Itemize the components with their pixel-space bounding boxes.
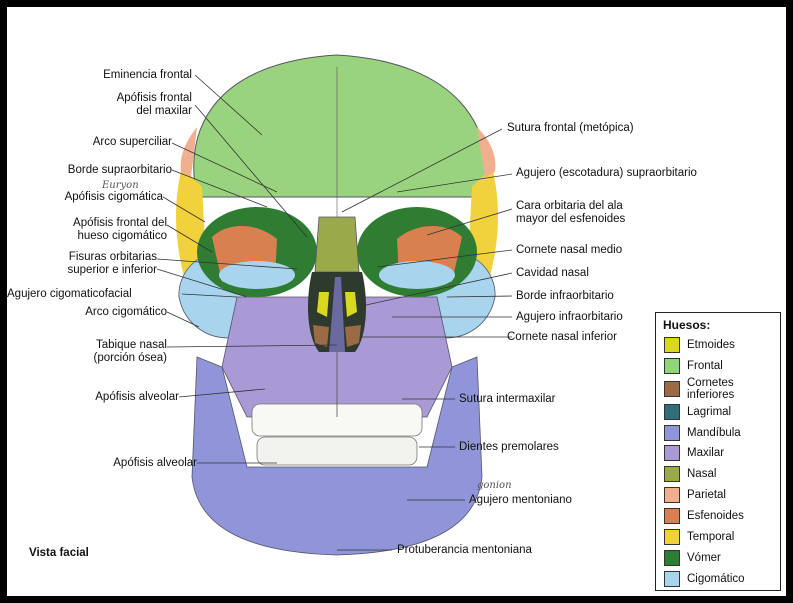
label-borde-infraorbitario: Borde infraorbitario [516,290,614,302]
legend-item-etmoides: Etmoides [664,337,735,353]
legend-item-temporal: Temporal [664,529,734,545]
label-cara-orbitaria: Cara orbitaria del ala mayor del esfenoi… [516,200,626,225]
inferior-concha-left [313,325,329,347]
label-apofisis-frontal-cigomatico: Apófisis frontal del hueso cigomático [73,217,167,242]
nasal-bone [314,216,360,273]
legend-item-nasal: Nasal [664,466,716,482]
legend-swatch [664,550,680,566]
label-apofisis-cigomatica: Apófisis cigomática [64,191,163,203]
legend-swatch [664,425,680,441]
lower-teeth [256,436,418,466]
figure-title: Vista facial [29,547,89,559]
legend-swatch [664,381,680,397]
legend-swatch [664,337,680,353]
legend-swatch [664,466,680,482]
legend-item-lagrimal: Lagrimal [664,404,731,420]
label-agujero-infraorbitario: Agujero infraorbitario [516,311,623,323]
bones-legend: Huesos: Etmoides Frontal Cornetes inferi… [655,312,781,591]
label-agujero-cigomaticofacial: Agujero cigomaticofacial [7,288,132,300]
label-arco-cigomatico: Arco cigomático [85,306,167,318]
label-fisuras-orbitarias: Fisuras orbitarias superior e inferior [67,251,157,276]
label-agujero-supraorbitario: Agujero (escotadura) supraorbitario [516,167,697,179]
label-sutura-intermaxilar: Sutura intermaxilar [459,393,556,405]
legend-swatch [664,571,680,587]
label-apofisis-frontal-maxilar: Apófisis frontal del maxilar [116,92,192,117]
label-apofisis-alveolar-1: Apófisis alveolar [95,391,179,403]
label-cornete-inferior: Cornete nasal inferior [507,331,617,343]
label-cornete-medio: Cornete nasal medio [516,244,623,256]
legend-swatch [664,487,680,503]
label-borde-supraorbitario: Borde supraorbitario [67,164,172,176]
label-dientes-premolares: Dientes premolares [459,441,559,453]
label-protuberancia-mentoniana: Protuberancia mentoniana [397,544,532,556]
ethmoid-right [345,292,357,317]
ethmoid-left [317,292,329,317]
orbit-floor-right [379,261,455,289]
legend-item-cigomatico: Cigomático [664,571,745,587]
vomer [329,277,345,352]
frontal-bone [193,54,488,198]
parietal-bone-left [180,127,197,177]
legend-swatch [664,529,680,545]
label-eminencia-frontal: Eminencia frontal [103,69,192,81]
handwritten-euryon: Euryon [102,180,139,191]
label-arco-superciliar: Arco superciliar [92,136,172,148]
handwritten-gonion: gonion [477,480,512,491]
legend-swatch [664,445,680,461]
legend-item-frontal: Frontal [664,358,723,374]
legend-item-cornetes: Cornetes inferiores [664,377,734,401]
legend-title: Huesos: [663,318,711,332]
skull-illustration [156,54,513,556]
orbit-floor-left [219,261,295,289]
label-agujero-mentoniano: Agujero mentoniano [469,494,572,506]
mandible-bone [191,356,483,556]
label-cavidad-nasal: Cavidad nasal [516,267,589,279]
legend-swatch [664,404,680,420]
legend-item-vomer: Vómer [664,550,721,566]
legend-item-esfenoides: Esfenoides [664,508,744,524]
inferior-concha-right [345,325,361,347]
legend-item-maxilar: Maxilar [664,445,724,461]
leader-lines [156,74,513,551]
legend-swatch [664,358,680,374]
label-apofisis-alveolar-2: Apófisis alveolar [113,457,197,469]
label-tabique-nasal: Tabique nasal (porción ósea) [93,339,167,364]
diagram-frame: Eminencia frontal Apófisis frontal del m… [7,7,786,596]
legend-item-parietal: Parietal [664,487,726,503]
legend-item-mandibula: Mandíbula [664,425,741,441]
legend-swatch [664,508,680,524]
label-sutura-frontal: Sutura frontal (metópica) [507,122,634,134]
